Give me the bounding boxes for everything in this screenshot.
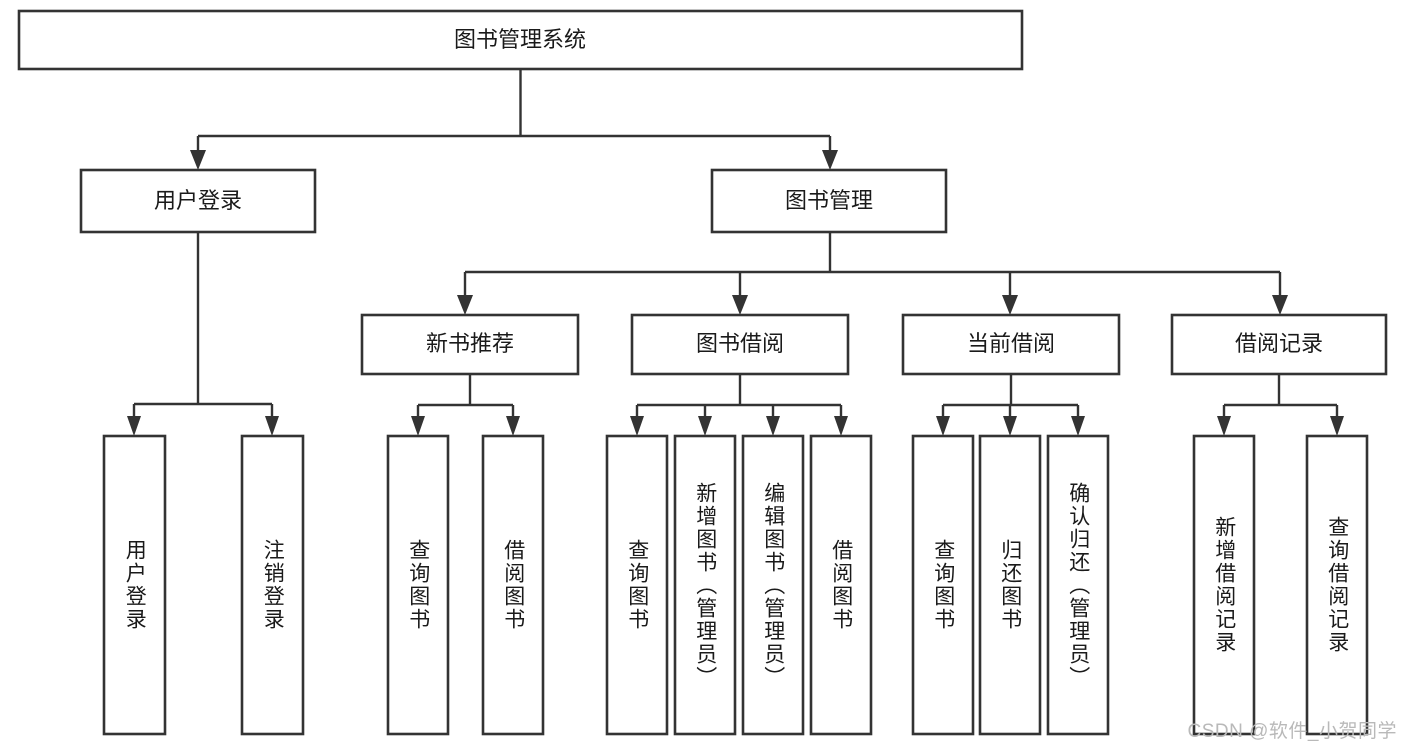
edge-group-borrow-record-children [1217, 374, 1344, 436]
arrow-book-borrow [732, 295, 748, 315]
arrow-leaf-user-login [127, 416, 141, 436]
arrow-leaf-confirm-return [1071, 416, 1085, 436]
node-leaf-edit-book-box[interactable] [741, 434, 805, 736]
arrow-new-book-recommend [457, 295, 473, 315]
node-current-borrow[interactable]: 当前借阅 [901, 313, 1121, 376]
arrow-leaf-query-book-1 [411, 416, 425, 436]
node-root-box[interactable] [17, 9, 1024, 71]
node-current-borrow-label: 当前借阅 [967, 331, 1055, 356]
node-leaf-add-book-box[interactable] [673, 434, 737, 736]
watermark-text: CSDN @软件_小贺同学 [1187, 721, 1397, 742]
node-leaf-query-book-1-box[interactable] [386, 434, 450, 736]
node-root[interactable]: 图书管理系统 [17, 9, 1024, 71]
leaf-boxes [102, 434, 1369, 736]
node-borrow-record-box[interactable] [1170, 313, 1388, 376]
node-leaf-return-book-box[interactable] [978, 434, 1042, 736]
arrow-leaf-add-record [1217, 416, 1231, 436]
node-leaf-borrow-book-1-box[interactable] [481, 434, 545, 736]
arrow-book-management [822, 150, 838, 170]
node-leaf-borrow-book-2-box[interactable] [809, 434, 873, 736]
node-leaf-query-book-2-box[interactable] [605, 434, 669, 736]
arrow-leaf-borrow-book-2 [834, 416, 848, 436]
node-book-management[interactable]: 图书管理 [710, 168, 948, 234]
edge-group-new-book-children [411, 374, 520, 436]
arrow-leaf-return-book [1003, 416, 1017, 436]
arrow-leaf-add-book [698, 416, 712, 436]
node-new-book-recommend[interactable]: 新书推荐 [360, 313, 580, 376]
node-user-login[interactable]: 用户登录 [79, 168, 317, 234]
edge-group-book-management-children [457, 232, 1288, 315]
arrow-leaf-logout-login [265, 416, 279, 436]
node-leaf-query-record-box[interactable] [1305, 434, 1369, 736]
node-user-login-label: 用户登录 [154, 188, 242, 213]
arrow-leaf-borrow-book-1 [506, 416, 520, 436]
node-book-borrow-label: 图书借阅 [696, 331, 784, 356]
arrow-leaf-query-book-2 [630, 416, 644, 436]
node-leaf-confirm-return-box[interactable] [1046, 434, 1110, 736]
node-current-borrow-box[interactable] [901, 313, 1121, 376]
node-leaf-query-book-3-box[interactable] [911, 434, 975, 736]
arrow-leaf-query-book-3 [936, 416, 950, 436]
arrow-current-borrow [1002, 295, 1018, 315]
edge-group-user-login-children [127, 232, 279, 436]
node-user-login-box[interactable] [79, 168, 317, 234]
arrow-leaf-edit-book [766, 416, 780, 436]
node-leaf-logout-login-box[interactable] [240, 434, 305, 736]
arrow-borrow-record [1272, 295, 1288, 315]
edge-group-root-to-level2 [190, 69, 838, 170]
node-root-label: 图书管理系统 [454, 27, 586, 52]
node-leaf-user-login-box[interactable] [102, 434, 167, 736]
arrow-leaf-query-record [1330, 416, 1344, 436]
node-leaf-add-record-box[interactable] [1192, 434, 1256, 736]
edge-group-current-borrow-children [936, 374, 1085, 436]
node-borrow-record-label: 借阅记录 [1235, 331, 1323, 356]
node-new-book-recommend-label: 新书推荐 [426, 331, 514, 356]
node-book-management-label: 图书管理 [785, 188, 873, 213]
edge-group-book-borrow-children [630, 374, 848, 436]
arrow-user-login [190, 150, 206, 170]
node-book-borrow-box[interactable] [630, 313, 850, 376]
node-borrow-record[interactable]: 借阅记录 [1170, 313, 1388, 376]
node-book-management-box[interactable] [710, 168, 948, 234]
node-new-book-recommend-box[interactable] [360, 313, 580, 376]
node-book-borrow[interactable]: 图书借阅 [630, 313, 850, 376]
